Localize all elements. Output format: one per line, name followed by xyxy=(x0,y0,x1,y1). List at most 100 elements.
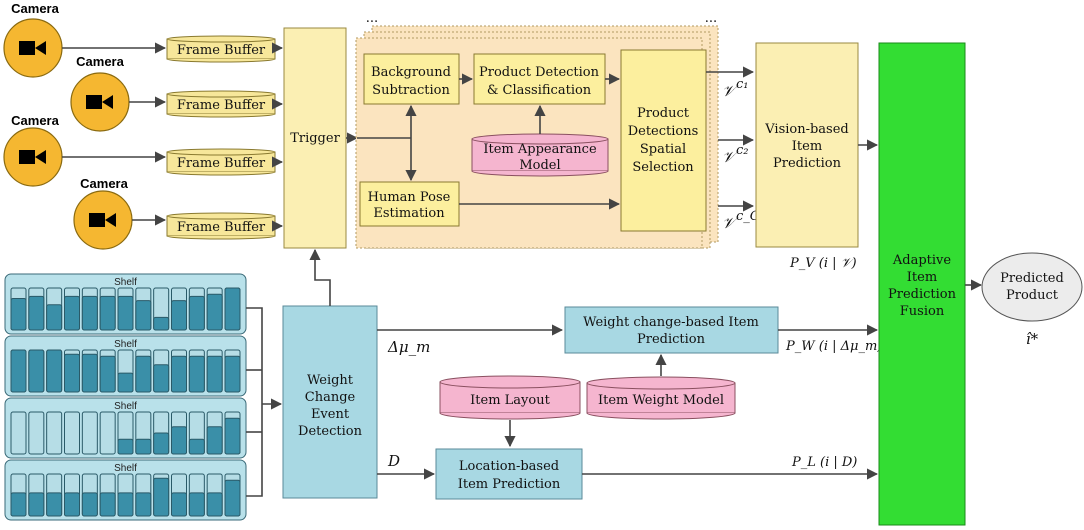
location-pred-line-1: Location-based xyxy=(459,459,559,474)
weight-event-line-3: Event xyxy=(311,407,350,422)
shelf-bin-fill xyxy=(224,479,241,517)
predicted-line-1: Predicted xyxy=(1000,271,1064,286)
spatial-line-2: Detections xyxy=(628,124,699,139)
shelf-bin-fill xyxy=(64,353,80,393)
shelf-bin-fill xyxy=(64,492,80,517)
shelf-label: Shelf xyxy=(114,401,137,412)
shelf-bin xyxy=(99,411,116,455)
spatial-line-1: Product xyxy=(637,106,690,121)
frame-buffer-label: Frame Buffer xyxy=(177,220,266,235)
item-appearance-model: Item Appearance Model xyxy=(471,133,609,177)
shelf-bin-fill xyxy=(99,295,116,331)
shelf-bin-fill xyxy=(153,432,170,455)
shelf-bin-fill xyxy=(28,295,45,331)
shelf-bin-fill xyxy=(81,353,98,393)
item-layout-label: Item Layout xyxy=(470,393,550,408)
weight-output-label: P_W (i | Δμ_m) xyxy=(785,339,882,354)
shelf-bin-fill xyxy=(99,355,116,393)
spatial-line-3: Spatial xyxy=(640,142,686,157)
weight-event-line-4: Detection xyxy=(298,424,363,439)
trigger-label: Trigger xyxy=(290,131,340,146)
shelf-bin-fill xyxy=(10,492,27,517)
predicted-symbol: î* xyxy=(1026,330,1039,348)
vision-output-1: 𝒱 c₁ xyxy=(722,77,749,100)
shelf-label: Shelf xyxy=(114,463,137,474)
frame-buffer-label: Frame Buffer xyxy=(177,156,266,171)
weight-event-block: Weight Change Event Detection xyxy=(282,305,378,499)
shelf-bin-fill xyxy=(153,477,170,517)
shelf-bin xyxy=(64,411,80,455)
shelf-bin-fill xyxy=(117,492,134,517)
shelf-bin-fill xyxy=(117,438,134,455)
fusion-line-4: Fusion xyxy=(900,304,945,319)
shelf-bin-fill xyxy=(206,355,223,393)
shelf-bin-fill xyxy=(171,492,187,517)
fusion-line-3: Prediction xyxy=(888,287,957,302)
shelf-bin xyxy=(81,411,98,455)
shelf-bin-fill xyxy=(188,492,205,517)
frame-buffer-2: Frame Buffer xyxy=(166,90,276,118)
shelf-bin-fill xyxy=(135,492,152,517)
shelf-label: Shelf xyxy=(114,339,137,350)
predicted-line-2: Product xyxy=(1006,288,1059,303)
shelf-bin-fill xyxy=(117,372,134,393)
frame-buffer-4: Frame Buffer xyxy=(166,212,276,240)
spatial-selection-block: Product Detections Spatial Selection xyxy=(620,49,707,232)
d-label: D xyxy=(387,452,400,470)
stack-ellipsis-right: ... xyxy=(705,11,717,26)
spatial-line-4: Selection xyxy=(632,160,694,175)
background-subtraction-block: Background Subtraction xyxy=(363,53,460,105)
location-output-label: P_L (i | D) xyxy=(791,455,857,470)
weight-event-line-1: Weight xyxy=(307,373,354,388)
stack-ellipsis-left: ... xyxy=(366,11,378,26)
shelf-bin-fill xyxy=(224,287,241,331)
trigger-block: Trigger xyxy=(283,27,347,249)
shelf-bin-fill xyxy=(153,364,170,393)
shelf-bin-fill xyxy=(135,355,152,393)
prod-det-line-2: & Classification xyxy=(487,83,592,98)
shelf-bin-fill xyxy=(224,417,241,455)
appearance-line-1: Item Appearance xyxy=(483,142,597,157)
weight-event-line-2: Change xyxy=(305,390,356,405)
frame-buffer-3: Frame Buffer xyxy=(166,148,276,176)
shelf-bin-fill xyxy=(135,438,152,455)
product-detection-block: Product Detection & Classification xyxy=(473,53,606,105)
shelf: Shelf xyxy=(4,273,247,335)
shelf-bin-fill xyxy=(81,295,98,331)
bg-sub-line-2: Subtraction xyxy=(372,83,450,98)
item-layout: Item Layout xyxy=(439,375,581,420)
vision-pred-line-3: Prediction xyxy=(773,156,842,171)
shelf-bin xyxy=(10,411,27,455)
fusion-block: Adaptive Item Prediction Fusion xyxy=(878,42,966,526)
vision-output-3: 𝒱 c_C xyxy=(722,209,760,232)
shelf-bin-fill xyxy=(135,300,152,331)
shelf-label: Shelf xyxy=(114,277,137,288)
shelf-bin-fill xyxy=(153,316,170,331)
shelf-bin-fill xyxy=(188,438,205,455)
vision-pred-line-1: Vision-based xyxy=(764,122,849,137)
camera-label: Camera xyxy=(11,113,59,128)
shelf-bin-fill xyxy=(224,355,241,393)
shelf-bin xyxy=(28,411,45,455)
predicted-product: Predicted Product xyxy=(981,252,1083,322)
appearance-line-2: Model xyxy=(519,158,560,173)
item-weight-model: Item Weight Model xyxy=(586,376,736,420)
shelf-bin-fill xyxy=(206,492,223,517)
item-weight-model-label: Item Weight Model xyxy=(598,393,724,408)
shelf-bin-fill xyxy=(171,300,187,331)
prod-det-line-1: Product Detection xyxy=(479,65,600,80)
camera-3: Camera xyxy=(3,113,63,187)
camera-label: Camera xyxy=(11,1,59,16)
shelf-bin-fill xyxy=(28,349,45,393)
shelf: Shelf xyxy=(4,335,247,397)
v-sup: c₂ xyxy=(736,143,749,158)
shelf-bin-fill xyxy=(64,295,80,331)
shelf-bin-fill xyxy=(99,492,116,517)
frame-buffer-label: Frame Buffer xyxy=(177,98,266,113)
shelf-bin-fill xyxy=(171,426,187,455)
shelf-bin-fill xyxy=(117,295,134,331)
camera-label: Camera xyxy=(80,176,128,191)
vision-prediction-block: Vision-based Item Prediction xyxy=(755,42,859,248)
shelf-bin-fill xyxy=(81,492,98,517)
